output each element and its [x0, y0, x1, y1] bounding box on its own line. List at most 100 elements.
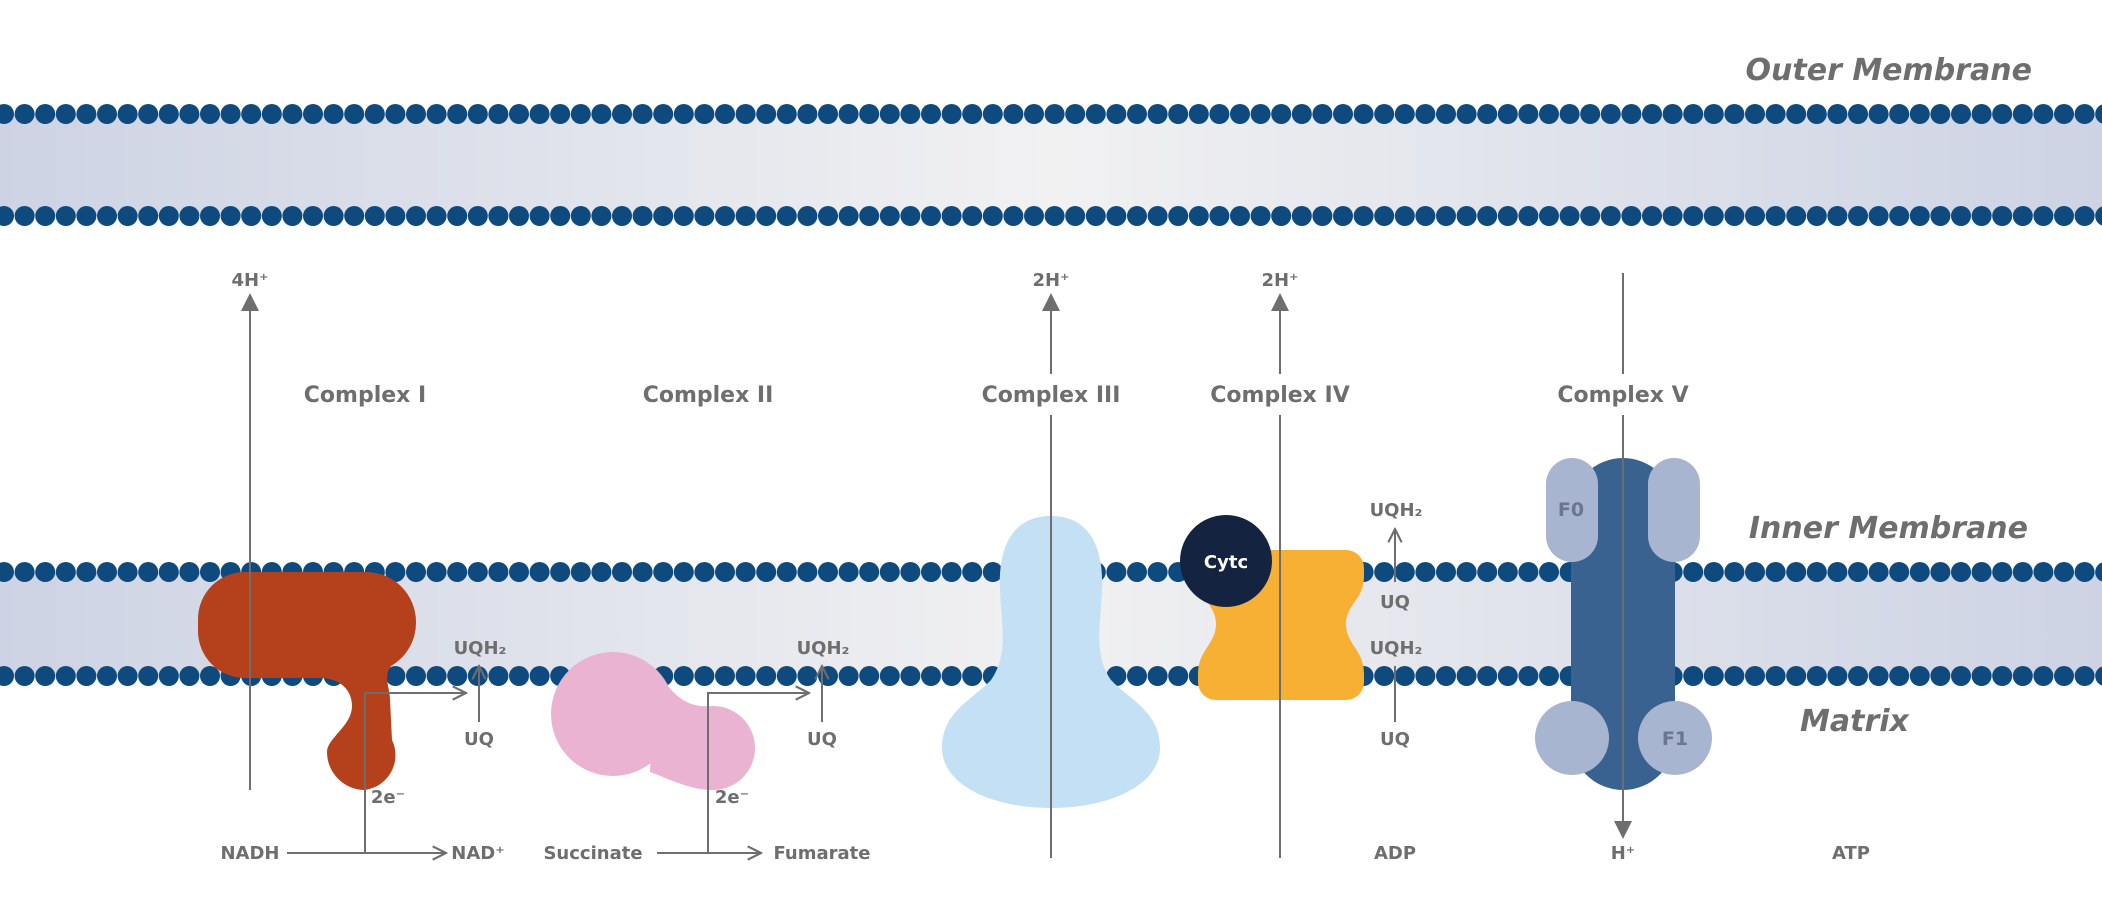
atp-label: ATP [1832, 843, 1870, 864]
lipid-head [941, 104, 962, 124]
complex-2-electron-path [707, 693, 809, 853]
nadh-label: NADH [220, 843, 279, 864]
inner-membrane-label: Inner Membrane [1749, 511, 2028, 546]
lipid-head [447, 206, 468, 226]
lipid-head [797, 206, 818, 226]
lipid-head [1209, 104, 1230, 124]
lipid-head [1374, 104, 1395, 124]
lipid-head [1992, 666, 2013, 686]
lipid-head [282, 104, 303, 124]
lipid-head [1230, 104, 1250, 124]
lipid-head [1724, 562, 1745, 582]
lipid-head [735, 666, 756, 686]
lipid-head [55, 104, 76, 124]
lipid-head [1085, 206, 1106, 226]
lipid-head [982, 206, 1003, 226]
lipid-head [653, 206, 674, 226]
lipid-head [838, 104, 859, 124]
lipid-head [1147, 562, 1168, 582]
lipid-head [220, 104, 241, 124]
lipid-head [179, 562, 200, 582]
lipid-head [35, 104, 56, 124]
lipid-head [1209, 206, 1230, 226]
lipid-head [756, 562, 777, 582]
lipid-head [1951, 206, 1971, 226]
lipid-head [1497, 562, 1518, 582]
lipid-head [1889, 206, 1910, 226]
lipid-head [694, 666, 715, 686]
lipid-head [488, 206, 509, 226]
lipid-head [1065, 206, 1086, 226]
lipid-head [261, 104, 282, 124]
lipid-head [2074, 206, 2095, 226]
lipid-head [1745, 666, 1765, 686]
lipid-head [1394, 562, 1415, 582]
lipid-head [1827, 562, 1848, 582]
lipid-head [1312, 104, 1333, 124]
lipid-head [35, 562, 56, 582]
lipid-head [1621, 104, 1642, 124]
lipid-head [406, 562, 426, 582]
lipid-head [1024, 104, 1044, 124]
lipid-head [76, 562, 97, 582]
lipid-head [2012, 206, 2033, 226]
lipid-head [55, 206, 76, 226]
lipid-head [1868, 666, 1889, 686]
lipid-head [2054, 206, 2074, 226]
lipid-head [35, 666, 56, 686]
lipid-head [1127, 104, 1147, 124]
lipid-head [1518, 666, 1539, 686]
lipid-head [467, 104, 488, 124]
lipid-head [1477, 666, 1498, 686]
lipid-head [859, 666, 880, 686]
lipid-head [1436, 206, 1456, 226]
lipid-head [1127, 666, 1147, 686]
lipid-head [220, 206, 241, 226]
lipid-head [1724, 666, 1745, 686]
outer-membrane-bottom-lipid-heads [0, 206, 2102, 226]
lipid-head [715, 206, 735, 226]
lipid-head [1662, 206, 1683, 226]
lipid-head [921, 206, 941, 226]
lipid-head [0, 104, 14, 124]
lipid-head [426, 666, 447, 686]
lipid-head [35, 206, 56, 226]
lipid-head [1168, 666, 1189, 686]
fumarate-label: Fumarate [774, 843, 871, 864]
lipid-head [962, 666, 983, 686]
lipid-head [632, 206, 653, 226]
lipid-head [1930, 666, 1951, 686]
lipid-head [55, 562, 76, 582]
lipid-head [1456, 562, 1477, 582]
lipid-head [653, 562, 674, 582]
lipid-head [426, 562, 447, 582]
outer-membrane-label: Outer Membrane [1746, 53, 2032, 88]
lipid-head [2095, 206, 2102, 226]
lipid-head [859, 206, 880, 226]
lipid-head [776, 104, 797, 124]
lipid-head [941, 562, 962, 582]
lipid-head [1621, 206, 1642, 226]
lipid-head [2054, 104, 2074, 124]
lipid-head [1868, 104, 1889, 124]
lipid-head [138, 562, 159, 582]
lipid-head [1106, 562, 1127, 582]
lipid-head [14, 104, 35, 124]
lipid-head [97, 206, 117, 226]
lipid-head [1971, 104, 1992, 124]
lipid-head [1971, 206, 1992, 226]
lipid-head [797, 104, 818, 124]
lipid-head [879, 104, 900, 124]
lipid-head [550, 206, 571, 226]
lipid-head [385, 206, 406, 226]
lipid-head [756, 666, 777, 686]
lipid-head [859, 104, 880, 124]
adp-label: ADP [1374, 843, 1416, 864]
lipid-head [406, 104, 426, 124]
lipid-head [653, 104, 674, 124]
lipid-head [1518, 562, 1539, 582]
lipid-head [1106, 206, 1127, 226]
lipid-head [1456, 206, 1477, 226]
lipid-head [1868, 206, 1889, 226]
lipid-head [1168, 104, 1189, 124]
